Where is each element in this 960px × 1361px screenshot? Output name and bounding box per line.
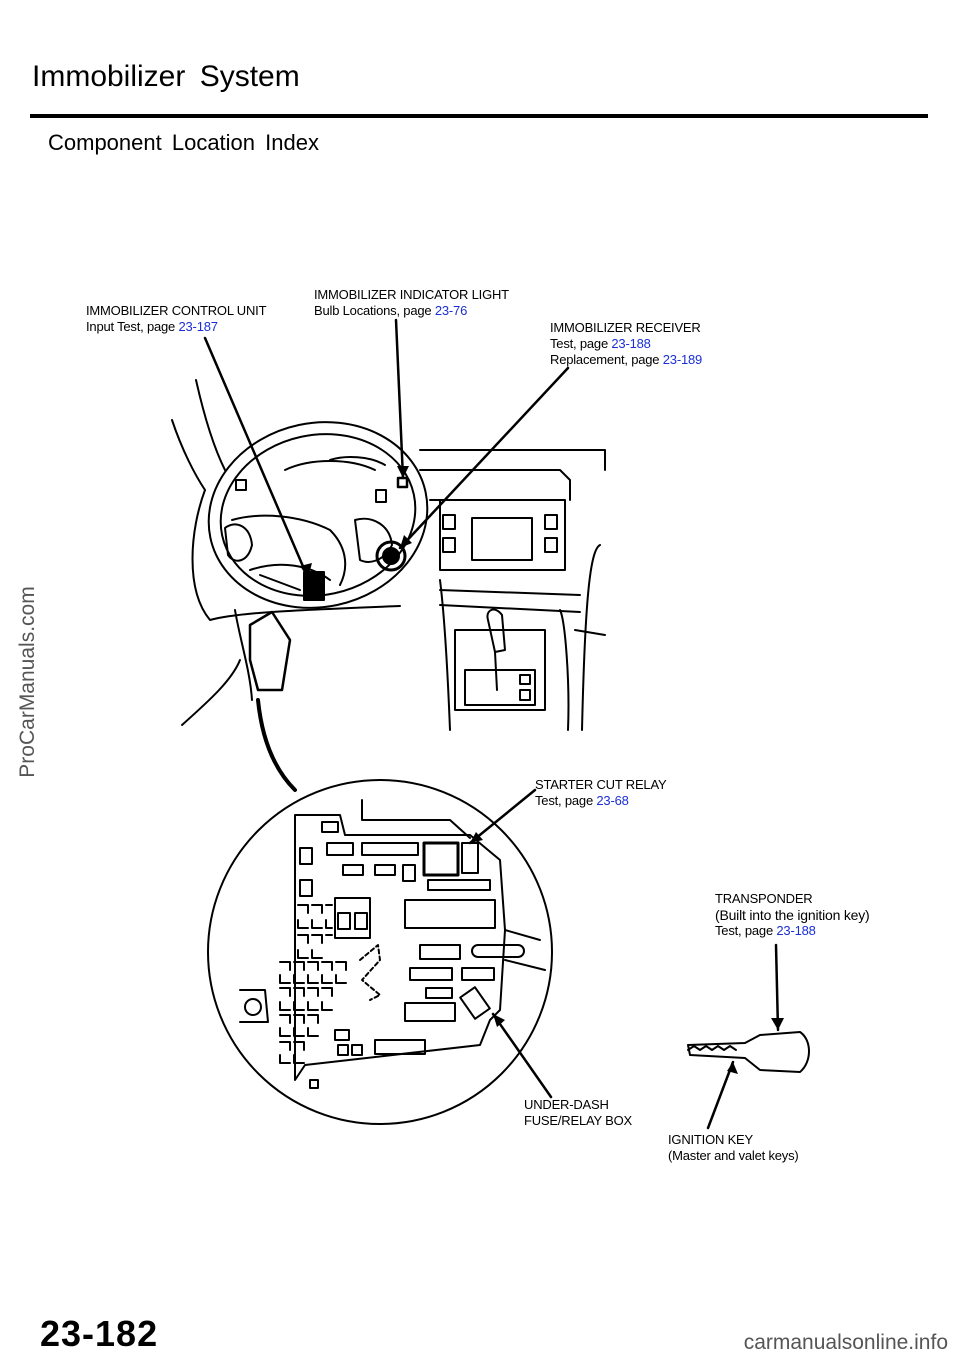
dashboard-illustration: [171, 379, 606, 792]
callout-starter-cut-relay: STARTER CUT RELAY Test, page 23-68: [535, 777, 667, 808]
ignition-key-illustration: [687, 1031, 810, 1073]
callout-ignition-key: IGNITION KEY (Master and valet keys): [668, 1132, 799, 1163]
page-link-starter-cut-relay[interactable]: 23-68: [596, 793, 629, 808]
leader-lines: [203, 318, 780, 1130]
page-link-receiver-test[interactable]: 23-188: [611, 336, 651, 351]
callout-fuse-relay-box: UNDER-DASH FUSE/RELAY BOX: [524, 1097, 632, 1128]
fuse-box-illustration: [207, 779, 553, 1125]
page-link-indicator-light[interactable]: 23-76: [434, 303, 468, 318]
arrowheads: [300, 466, 784, 1074]
callout-indicator-light: IMMOBILIZER INDICATOR LIGHT Bulb Locatio…: [314, 287, 509, 318]
page-number: 23-182: [40, 1313, 159, 1354]
watermark-left: ProCarManuals.com: [16, 586, 39, 778]
page-link-transponder[interactable]: 23-188: [776, 923, 816, 938]
callout-control-unit: IMMOBILIZER CONTROL UNIT Input Test, pag…: [86, 303, 267, 334]
page-link-receiver-replacement[interactable]: 23-189: [662, 352, 703, 367]
watermark-bottom: carmanualsonline.info: [743, 1331, 948, 1354]
title-rule: [30, 114, 928, 118]
section-subtitle: Component Location Index: [48, 130, 319, 155]
page-link-control-unit[interactable]: 23-187: [178, 319, 218, 334]
callout-transponder: TRANSPONDER (Built into the ignition key…: [715, 891, 870, 938]
callout-receiver: IMMOBILIZER RECEIVER Test, page 23-188 R…: [550, 320, 703, 367]
page-title: Immobilizer System: [32, 60, 300, 93]
